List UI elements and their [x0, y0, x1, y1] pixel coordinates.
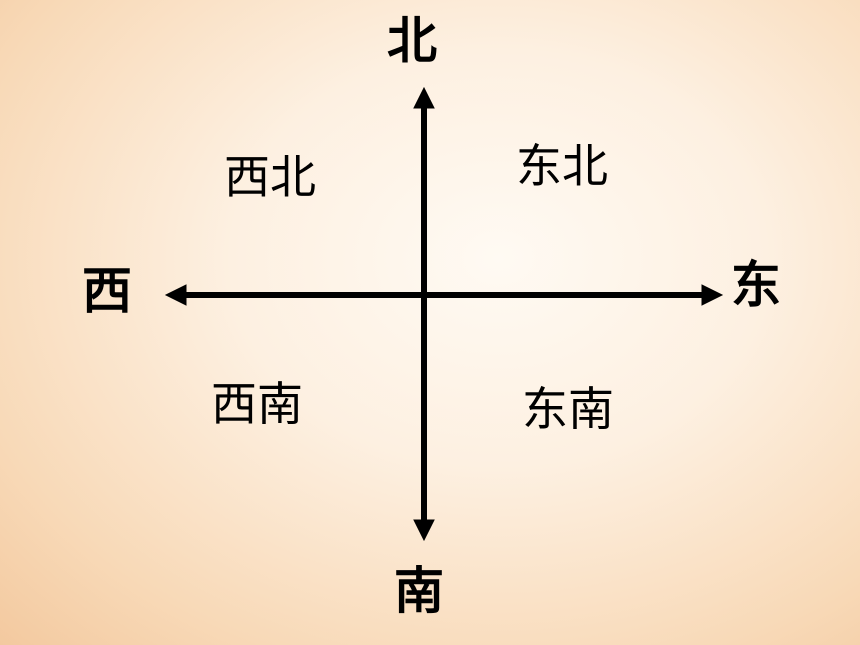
north-arrowhead — [413, 86, 435, 109]
east-label: 东 — [731, 256, 781, 314]
northeast-label: 东北 — [516, 139, 608, 193]
west-arrowhead — [164, 284, 187, 306]
south-arrowhead — [413, 519, 435, 542]
southeast-label: 东南 — [522, 382, 614, 436]
northwest-label: 西北 — [224, 150, 316, 204]
southwest-label: 西南 — [211, 377, 303, 431]
east-arrowhead — [701, 284, 724, 306]
west-label: 西 — [82, 262, 132, 320]
north-label: 北 — [387, 12, 437, 70]
south-label: 南 — [394, 562, 444, 620]
